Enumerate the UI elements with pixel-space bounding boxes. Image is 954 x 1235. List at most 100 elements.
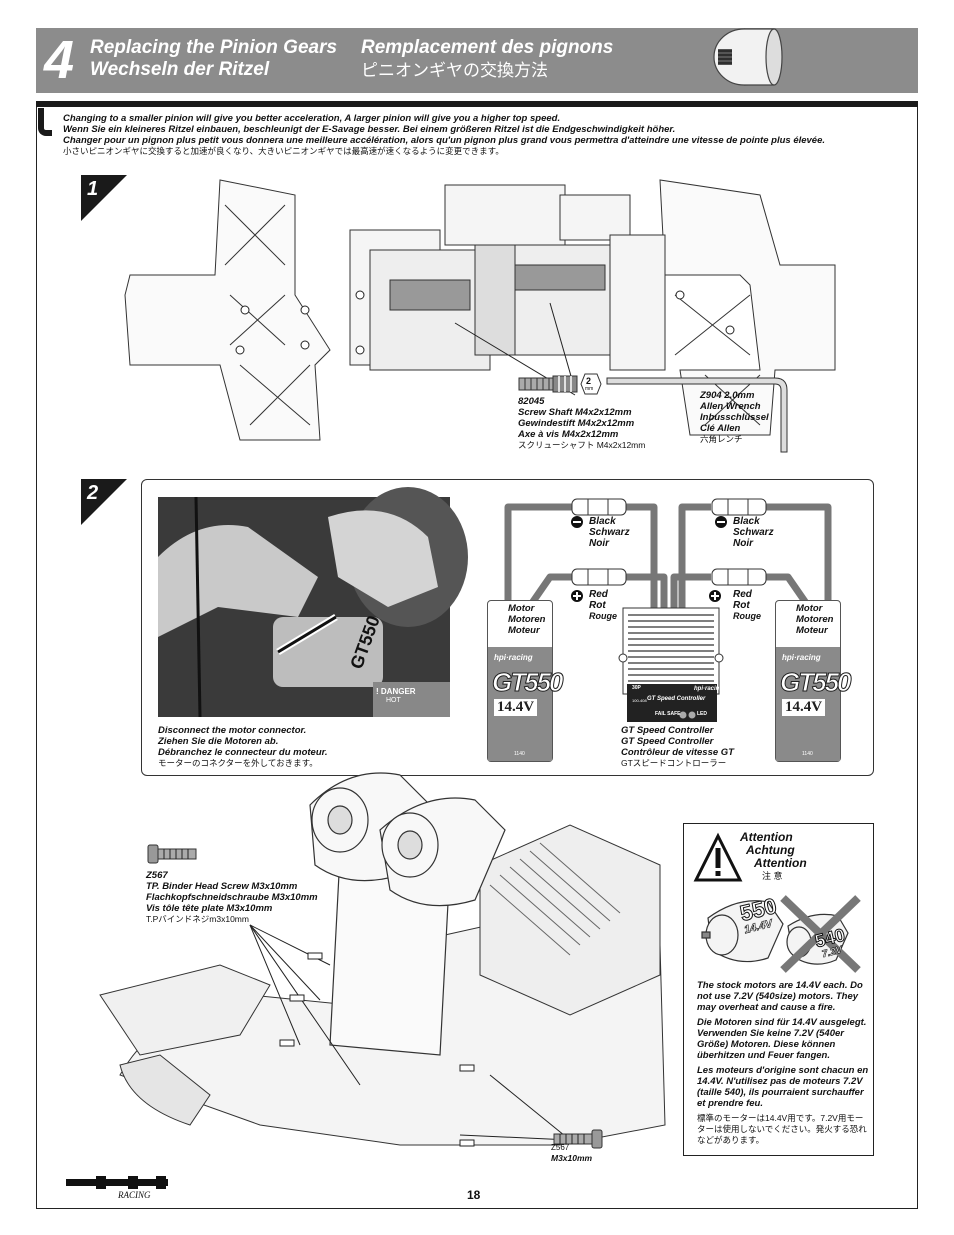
motor-fr: Moteur bbox=[796, 625, 828, 636]
attention-box bbox=[683, 823, 874, 1156]
esc-body bbox=[618, 607, 724, 722]
photo-caption-en: Disconnect the motor connector. bbox=[158, 725, 307, 736]
esc-caption: GT Speed Controller GT Speed Controller … bbox=[621, 725, 734, 769]
black-de: Schwarz bbox=[733, 527, 774, 538]
z567-callout-size: M3x10mm bbox=[551, 1153, 593, 1163]
photo-drawing bbox=[158, 487, 468, 718]
motor-card-left: Motor Motoren Moteur hpi·racing GT550 14… bbox=[487, 600, 564, 762]
photo-caption: Disconnect the motor connector. Ziehen S… bbox=[158, 725, 327, 769]
hook-ornament bbox=[38, 108, 52, 136]
part-82045-en: Screw Shaft M4x2x12mm bbox=[518, 407, 632, 418]
esc-model: GT Speed Controller bbox=[647, 696, 706, 702]
red-de: Rot bbox=[589, 600, 606, 611]
attention-text-jp: 標準のモーターは14.4V用です。7.2V用モーターは使用しないでください。発火… bbox=[697, 1113, 867, 1145]
red-en: Red bbox=[589, 589, 608, 600]
intro-jp: 小さいピニオンギヤに交換すると加速が良くなり、大きいピニオンギヤでは最高速が速く… bbox=[63, 146, 504, 156]
title-jp: ピニオンギヤの交換方法 bbox=[361, 61, 548, 80]
title-de: Wechseln der Ritzel bbox=[90, 59, 270, 80]
part-z904-jp: 六角レンチ bbox=[700, 434, 743, 444]
esc-caption-jp: GTスピードコントローラー bbox=[621, 758, 727, 768]
esc-code2: 100-408 bbox=[632, 698, 647, 703]
part-z567-caption: Z567 TP. Binder Head Screw M3x10mm Flach… bbox=[146, 870, 318, 925]
black-fr: Noir bbox=[589, 538, 609, 549]
motor-en: Motor bbox=[508, 603, 535, 614]
photo-caption-fr: Débranchez le connecteur du moteur. bbox=[158, 747, 328, 758]
motor-fr: Moteur bbox=[508, 625, 540, 636]
photo-caption-jp: モーターのコネクターを外しておきます。 bbox=[158, 758, 318, 768]
motor-comparison-drawing bbox=[701, 895, 861, 973]
esc-brand: hpi·racing bbox=[694, 686, 724, 692]
intro-de: Wenn Sie ein kleineres Ritzel einbauen, … bbox=[63, 124, 676, 135]
hpi-racing-logo: RACING bbox=[66, 1176, 168, 1200]
black-wire-label-left: Black Schwarz Noir bbox=[589, 516, 630, 549]
warning-icon bbox=[693, 832, 743, 882]
motor-label: Motor Motoren Moteur bbox=[796, 603, 833, 636]
part-z904-en: Allen Wrench bbox=[700, 401, 761, 412]
red-wire-label-right: Red Rot Rouge bbox=[733, 589, 761, 622]
red-de: Rot bbox=[733, 600, 750, 611]
esc-caption-fr: Contrôleur de vitesse GT bbox=[621, 747, 734, 758]
attention-jp: 注 意 bbox=[762, 871, 783, 881]
motor-brand: hpi·racing bbox=[782, 653, 821, 662]
esc-caption-de: GT Speed Controller bbox=[621, 736, 714, 747]
step-number: 4 bbox=[44, 30, 75, 90]
part-z567-number: Z567 bbox=[146, 870, 168, 881]
red-fr: Rouge bbox=[733, 611, 761, 621]
part-z567-de: Flachkopfschneidschraube M3x10mm bbox=[146, 892, 318, 903]
part-82045-fr: Axe à vis M4x2x12mm bbox=[518, 429, 619, 440]
wiring-diagram bbox=[504, 498, 832, 722]
frame-top-bar bbox=[36, 101, 918, 107]
svg-text:RACING: RACING bbox=[117, 1190, 151, 1200]
attention-text-en: The stock motors are 14.4V each. Do not … bbox=[697, 980, 863, 1013]
motor-brand: hpi·racing bbox=[494, 653, 533, 662]
part-z904-number: Z904 2.0mm bbox=[700, 390, 755, 401]
intro-text: Changing to a smaller pinion will give y… bbox=[63, 113, 825, 157]
part-z567-jp: T.Pバインドネジm3x10mm bbox=[146, 914, 249, 924]
attention-heading: Attention Achtung Attention 注 意 bbox=[740, 831, 807, 883]
motor-label: Motor Motoren Moteur bbox=[508, 603, 545, 636]
step2-marker bbox=[81, 479, 127, 525]
z567-callout: Z567 M3x10mm bbox=[551, 1142, 592, 1164]
page-number: 18 bbox=[467, 1188, 481, 1202]
esc-fail-safe: FAIL SAFE bbox=[655, 711, 681, 717]
motor-voltage: 14.4V bbox=[494, 699, 538, 716]
black-en: Black bbox=[589, 516, 616, 527]
attention-en: Attention bbox=[740, 830, 793, 844]
screw-z567-icon bbox=[553, 1129, 603, 1149]
pinion-motor-icon bbox=[713, 28, 783, 86]
intro-fr: Changer pour un pignon plus petit vous d… bbox=[63, 135, 826, 146]
motor-de: Motoren bbox=[508, 614, 546, 625]
motor-code: 1140 bbox=[802, 751, 813, 757]
photo-danger: ! DANGER bbox=[376, 687, 416, 696]
z567-callout-number: Z567 bbox=[551, 1143, 570, 1152]
title-en: Replacing the Pinion Gears bbox=[90, 37, 338, 58]
esc-caption-en: GT Speed Controller bbox=[621, 725, 714, 736]
red-fr: Rouge bbox=[589, 611, 617, 621]
motor-code: 1140 bbox=[514, 751, 525, 757]
chassis-top-view-drawing bbox=[124, 179, 836, 441]
wrench-size: 2 bbox=[586, 376, 592, 386]
motor-de: Motoren bbox=[796, 614, 834, 625]
photo-danger-sub: HOT bbox=[386, 697, 401, 704]
part-82045-de: Gewindestift M4x2x12mm bbox=[518, 418, 635, 429]
motor-card-right: Motor Motoren Moteur hpi·racing GT550 14… bbox=[775, 600, 852, 762]
motor-voltage: 14.4V bbox=[782, 699, 826, 716]
esc-code: 30P bbox=[632, 685, 641, 691]
esc-led: LED bbox=[697, 711, 707, 717]
motor-en: Motor bbox=[796, 603, 823, 614]
part-z567-fr: Vis tôle tête plate M3x10mm bbox=[146, 903, 273, 914]
part-82045-caption: 82045 Screw Shaft M4x2x12mm Gewindestift… bbox=[518, 396, 645, 451]
motor-model: GT550 bbox=[492, 667, 564, 698]
attention-fr: Attention bbox=[754, 856, 807, 870]
black-de: Schwarz bbox=[589, 527, 630, 538]
step1-marker bbox=[81, 175, 127, 221]
part-82045-jp: スクリューシャフト M4x2x12mm bbox=[518, 440, 646, 450]
part-82045-number: 82045 bbox=[518, 396, 545, 407]
intro-en: Changing to a smaller pinion will give y… bbox=[63, 113, 561, 124]
attention-text-fr: Les moteurs d'origine sont chacun en 14.… bbox=[697, 1065, 869, 1109]
red-wire-label-left: Red Rot Rouge bbox=[589, 589, 617, 622]
red-en: Red bbox=[733, 589, 752, 600]
black-en: Black bbox=[733, 516, 760, 527]
part-z904-de: Inbusschlüssel bbox=[700, 412, 769, 423]
wrench-unit: mm bbox=[585, 386, 594, 392]
